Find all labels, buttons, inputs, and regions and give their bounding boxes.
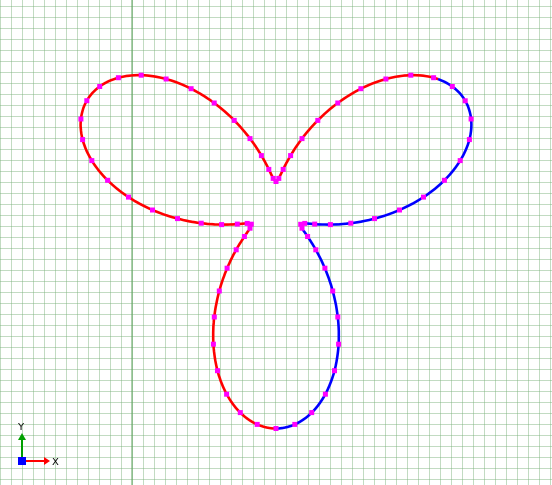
control-point[interactable]: [298, 221, 304, 227]
control-point[interactable]: [244, 220, 250, 226]
control-point[interactable]: [211, 100, 217, 106]
control-point[interactable]: [270, 175, 276, 181]
control-point[interactable]: [210, 341, 216, 347]
control-point[interactable]: [241, 234, 247, 239]
control-point[interactable]: [299, 136, 305, 142]
origin-marker-icon: [18, 457, 26, 465]
control-point[interactable]: [150, 207, 155, 213]
control-point[interactable]: [315, 117, 321, 123]
control-point[interactable]: [248, 221, 254, 227]
control-point[interactable]: [234, 221, 240, 227]
control-point[interactable]: [292, 421, 298, 427]
y-arrow-head-icon: [18, 433, 26, 440]
x-axis-label: X: [52, 457, 59, 468]
control-point[interactable]: [288, 153, 294, 159]
control-point[interactable]: [237, 410, 243, 416]
control-point[interactable]: [276, 175, 282, 181]
control-point[interactable]: [266, 166, 272, 172]
control-point[interactable]: [233, 247, 239, 253]
control-point[interactable]: [462, 98, 468, 104]
trefoil-curve-unselected[interactable]: [79, 73, 439, 430]
control-point[interactable]: [322, 265, 328, 271]
y-axis-label: Y: [17, 422, 25, 433]
control-point[interactable]: [219, 222, 225, 228]
control-point[interactable]: [421, 194, 426, 200]
control-point[interactable]: [312, 221, 318, 227]
control-point[interactable]: [211, 314, 217, 320]
control-point[interactable]: [188, 86, 194, 92]
trefoil-curve-selected-segment[interactable]: [275, 77, 473, 430]
control-point[interactable]: [84, 98, 90, 104]
control-point[interactable]: [449, 84, 455, 89]
control-point[interactable]: [457, 158, 463, 164]
control-point[interactable]: [441, 177, 447, 183]
control-point[interactable]: [408, 72, 414, 78]
control-point[interactable]: [163, 76, 169, 82]
control-point[interactable]: [313, 247, 319, 253]
control-point[interactable]: [247, 136, 253, 142]
control-points[interactable]: [78, 72, 474, 431]
control-point[interactable]: [431, 75, 437, 81]
control-point[interactable]: [215, 368, 220, 374]
axis-triad: X Y: [17, 422, 59, 468]
control-point[interactable]: [466, 137, 472, 143]
control-point[interactable]: [138, 72, 144, 78]
control-point[interactable]: [348, 220, 354, 226]
control-point[interactable]: [358, 86, 364, 92]
control-point[interactable]: [273, 426, 279, 431]
control-point[interactable]: [175, 216, 180, 222]
control-point[interactable]: [327, 222, 333, 228]
control-point[interactable]: [302, 220, 308, 226]
control-point[interactable]: [78, 116, 84, 122]
control-point[interactable]: [224, 391, 230, 397]
control-point[interactable]: [224, 265, 230, 271]
control-point[interactable]: [305, 234, 311, 239]
control-point[interactable]: [247, 225, 253, 231]
control-point[interactable]: [397, 207, 402, 213]
control-point[interactable]: [273, 179, 279, 184]
control-point[interactable]: [89, 158, 95, 164]
control-point[interactable]: [280, 166, 286, 172]
control-point[interactable]: [336, 341, 342, 347]
control-point[interactable]: [216, 288, 222, 294]
control-point[interactable]: [335, 314, 341, 320]
x-arrow-head-icon: [44, 457, 50, 465]
control-point[interactable]: [97, 84, 103, 89]
control-point[interactable]: [105, 177, 111, 183]
control-point[interactable]: [115, 75, 121, 81]
control-point[interactable]: [468, 116, 474, 122]
control-point[interactable]: [322, 391, 328, 397]
control-point[interactable]: [126, 194, 131, 200]
control-point[interactable]: [198, 220, 204, 226]
control-point[interactable]: [309, 410, 315, 416]
control-point[interactable]: [80, 137, 86, 143]
control-point[interactable]: [372, 216, 377, 222]
control-point[interactable]: [254, 421, 260, 427]
control-point[interactable]: [335, 100, 341, 106]
control-point[interactable]: [299, 225, 305, 231]
control-point[interactable]: [258, 153, 264, 159]
control-point[interactable]: [330, 288, 336, 294]
control-point[interactable]: [332, 368, 337, 374]
control-point[interactable]: [383, 76, 389, 82]
control-point[interactable]: [231, 117, 237, 123]
